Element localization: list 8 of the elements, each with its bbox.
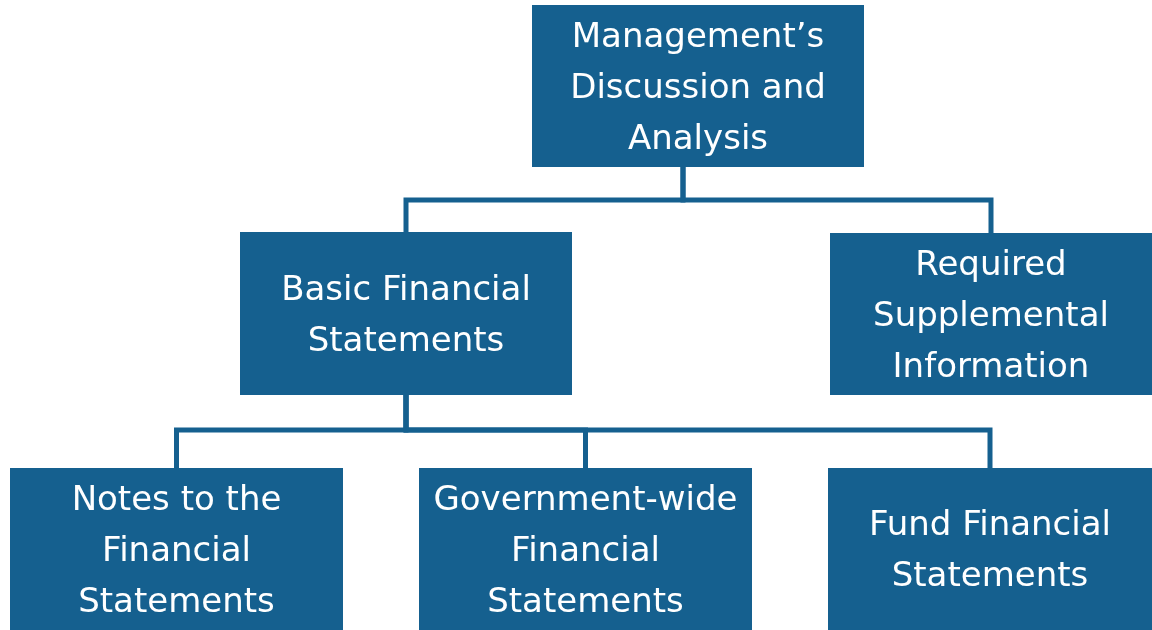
connector-line: [403, 395, 993, 468]
process-box: Required Supplemental Information: [830, 233, 1152, 395]
process-box: Government-wide Financial Statements: [419, 468, 752, 630]
process-box: Management’s Discussion and Analysis: [532, 5, 864, 167]
process-box: Basic Financial Statements: [240, 232, 572, 395]
connector-line: [680, 167, 994, 233]
process-box: Notes to the Financial Statements: [10, 468, 343, 630]
process-box: Fund Financial Statements: [828, 468, 1152, 630]
